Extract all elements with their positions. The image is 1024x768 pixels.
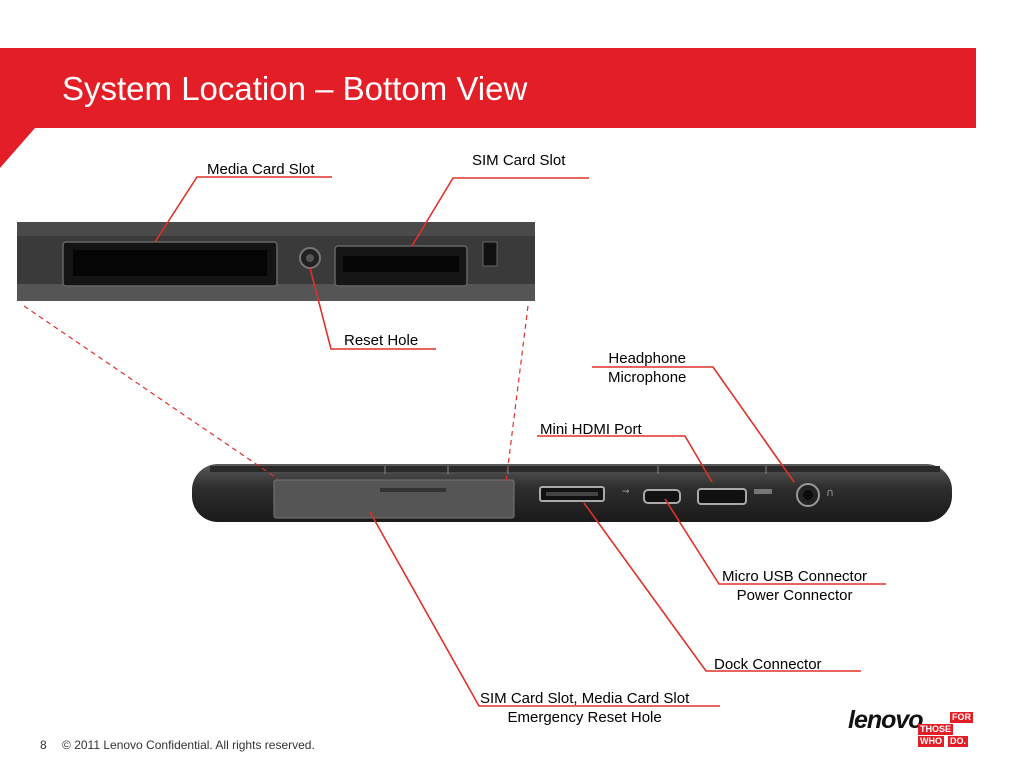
reset-hole [299, 247, 321, 269]
lenovo-logo: lenovo FOR THOSE WHO DO. [848, 706, 978, 748]
media-card-slot-opening [62, 241, 278, 287]
label-reset-hole: Reset Hole [344, 332, 419, 349]
label-headphone: Headphone [608, 350, 686, 367]
label-dock-connector: Dock Connector [714, 656, 822, 673]
slide-footer: 8 © 2011 Lenovo Confidential. All rights… [40, 738, 315, 752]
copyright-text: © 2011 Lenovo Confidential. All rights r… [62, 738, 315, 752]
dock-connector-port [539, 486, 605, 502]
zoom-guide-left [23, 305, 279, 480]
logo-tagline-those: THOSE [918, 724, 954, 735]
callout-micro-usb [664, 498, 886, 585]
label-slot-door: SIM Card Slot, Media Card Slot Emergency… [480, 689, 689, 727]
callout-media-card-slot [154, 176, 332, 243]
label-microphone: Microphone [608, 369, 687, 386]
label-micro-usb-power: Micro USB Connector Power Connector [722, 567, 867, 605]
sim-card-slot-opening [334, 245, 468, 287]
callout-reset-hole [309, 267, 436, 350]
svg-text:⇝: ⇝ [622, 487, 630, 497]
hdmi-icon [754, 489, 772, 494]
callout-dock-connector [583, 502, 861, 672]
slide-title: System Location – Bottom View [62, 70, 528, 107]
label-micro-usb-connector: Micro USB Connector [722, 568, 868, 585]
callout-slot-door [369, 511, 720, 707]
headphone-jack [796, 483, 820, 507]
callout-sim-card-slot [411, 177, 589, 247]
label-sim-card-slot: SIM Card Slot [472, 152, 566, 169]
logo-tagline-who: WHO [918, 736, 944, 747]
logo-tagline-do: DO. [948, 736, 969, 747]
usb-icon: ⇝ [622, 487, 630, 497]
mini-hdmi-port [697, 488, 747, 505]
slot-closeup-photo [17, 222, 535, 301]
callout-mini-hdmi [537, 435, 713, 483]
micro-usb-port [643, 489, 681, 504]
logo-wordmark: lenovo [848, 706, 924, 734]
callout-headphone [592, 366, 795, 483]
slot-cover-door [273, 479, 515, 519]
label-media-card-slot: Media Card Slot [207, 161, 315, 178]
label-headphone-microphone: Headphone Microphone [608, 349, 686, 387]
label-mini-hdmi-port: Mini HDMI Port [540, 421, 642, 438]
svg-text:∩: ∩ [826, 486, 834, 499]
label-emergency-reset-hole: Emergency Reset Hole [507, 709, 662, 726]
label-sim-media-slot: SIM Card Slot, Media Card Slot [480, 690, 690, 707]
tablet-bottom-edge: ⇝ ∩ [192, 464, 952, 522]
logo-tagline-for: FOR [950, 712, 973, 723]
page-number: 8 [40, 738, 47, 752]
title-banner [0, 48, 976, 168]
label-power-connector: Power Connector [736, 587, 853, 604]
zoom-guide-right [505, 305, 529, 483]
headphone-icon: ∩ [826, 486, 834, 499]
